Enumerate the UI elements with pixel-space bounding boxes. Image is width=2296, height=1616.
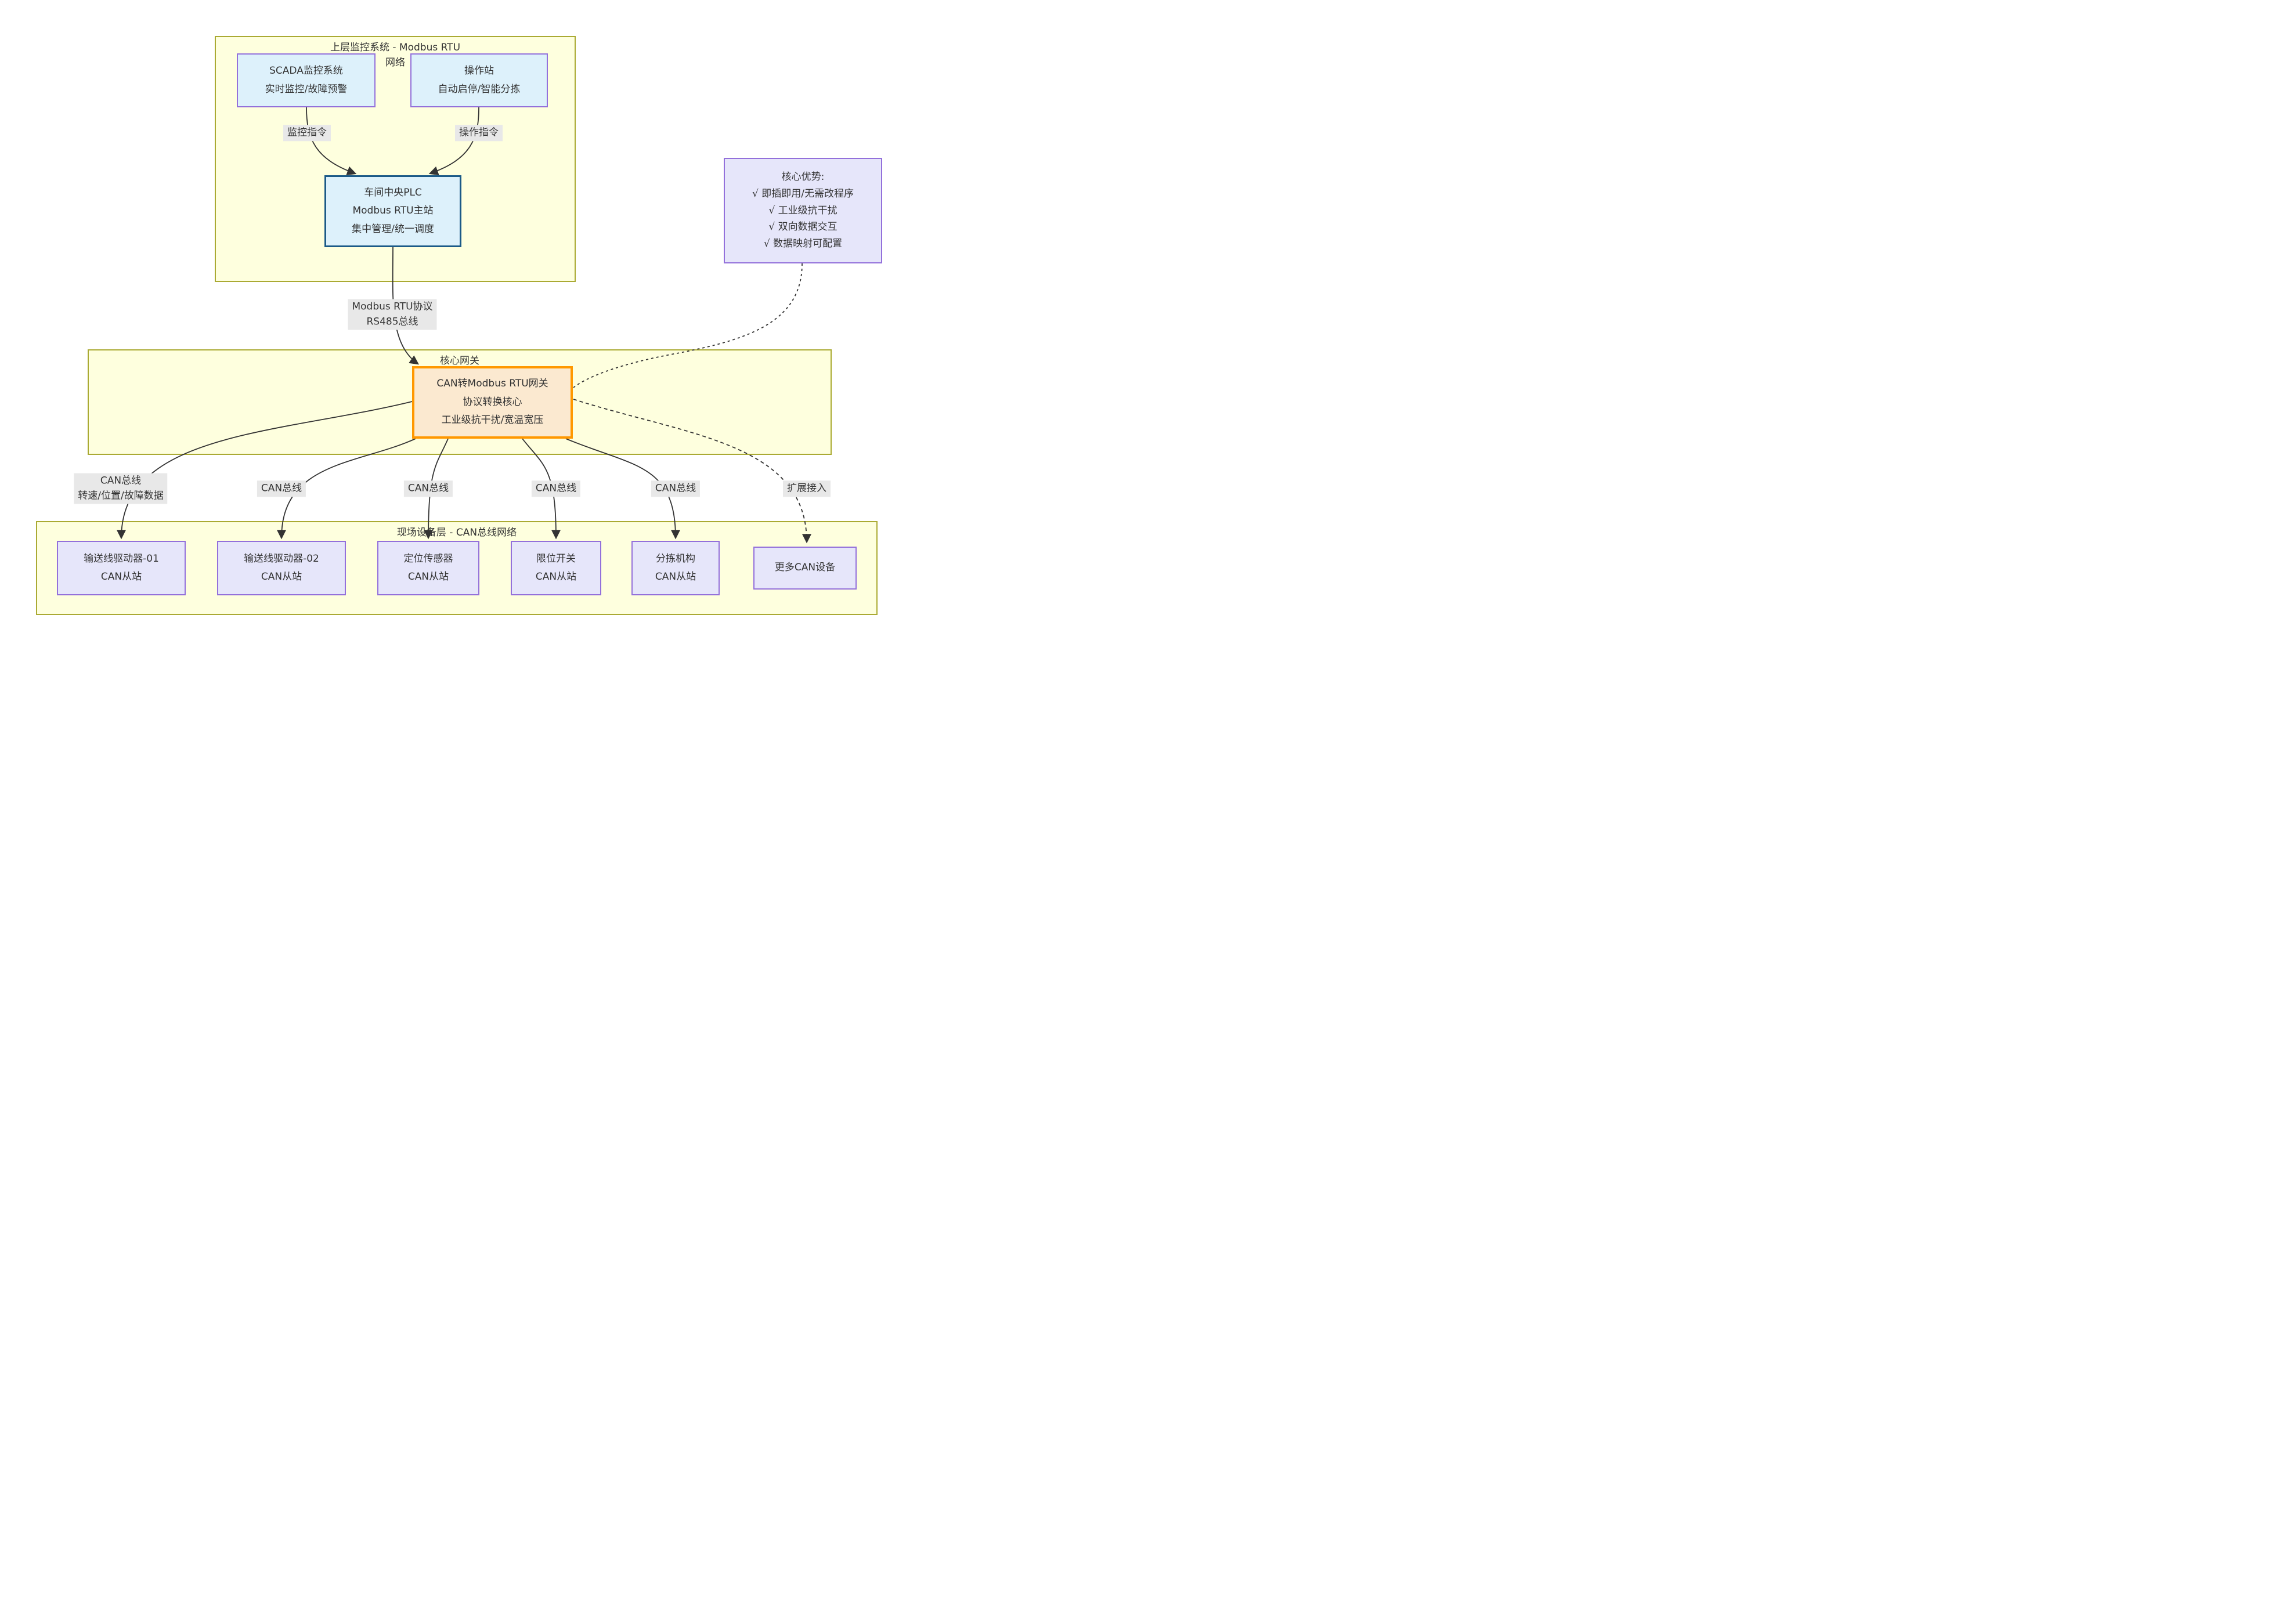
edge-label-can-bus-2: CAN总线 — [257, 480, 306, 497]
node-can-modbus-gateway-line2: 协议转换核心 — [463, 396, 522, 408]
edge-gateway-to-drive01 — [116, 401, 413, 540]
node-can-modbus-gateway: CAN转Modbus RTU网关 协议转换核心 工业级抗干扰/宽温宽压 — [412, 366, 573, 439]
node-conveyor-drive-01-line2: CAN从站 — [100, 571, 142, 583]
node-operator-station-line1: 操作站 — [464, 65, 494, 77]
group-upper-monitoring-title: 上层监控系统 - Modbus RTU 网络 — [216, 40, 575, 71]
edge-label-can-bus-detail-line1: CAN总线 — [100, 475, 142, 487]
edge-label-extension-access: 扩展接入 — [783, 480, 831, 497]
node-limit-switch: 限位开关 CAN从站 — [511, 541, 601, 595]
edge-gateway-to-limit-switch — [522, 438, 561, 540]
node-conveyor-drive-02-line2: CAN从站 — [261, 571, 302, 583]
node-sorting-mechanism: 分拣机构 CAN从站 — [631, 541, 720, 595]
node-position-sensor: 定位传感器 CAN从站 — [377, 541, 479, 595]
node-sorting-mechanism-line1: 分拣机构 — [656, 552, 695, 565]
edge-scada-to-plc — [306, 107, 357, 175]
edge-label-modbus-protocol: Modbus RTU协议 RS485总线 — [348, 299, 437, 330]
node-can-modbus-gateway-line3: 工业级抗干扰/宽温宽压 — [441, 414, 544, 426]
node-conveyor-drive-02-line1: 输送线驱动器-02 — [244, 552, 319, 565]
node-sorting-mechanism-line2: CAN从站 — [655, 571, 696, 583]
node-core-advantages-title: 核心优势: — [781, 171, 825, 183]
edge-label-modbus-protocol-line1: Modbus RTU协议 — [352, 301, 433, 313]
node-position-sensor-line1: 定位传感器 — [403, 552, 453, 565]
edge-label-modbus-protocol-line2: RS485总线 — [366, 316, 418, 327]
node-operator-station: 操作站 自动启停/智能分拣 — [410, 53, 548, 107]
edge-label-can-bus-5: CAN总线 — [651, 480, 701, 497]
node-central-plc: 车间中央PLC Modbus RTU主站 集中管理/统一调度 — [324, 175, 461, 247]
node-more-can-devices-line1: 更多CAN设备 — [774, 562, 836, 574]
group-upper-monitoring-title-line2: 网络 — [385, 57, 405, 69]
node-core-advantages-item3: √ 双向数据交互 — [768, 221, 837, 233]
node-core-advantages-item2: √ 工业级抗干扰 — [768, 204, 837, 216]
node-central-plc-line3: 集中管理/统一调度 — [352, 223, 434, 235]
flowchart-canvas: 上层监控系统 - Modbus RTU 网络 核心网关 现场设备层 - CAN总… — [0, 0, 918, 646]
edge-gateway-to-sorter — [565, 438, 681, 540]
node-conveyor-drive-01: 输送线驱动器-01 CAN从站 — [57, 541, 186, 595]
edge-label-monitor-command: 监控指令 — [283, 125, 331, 141]
node-more-can-devices: 更多CAN设备 — [753, 547, 857, 590]
node-core-advantages-item4: √ 数据映射可配置 — [763, 238, 843, 250]
node-conveyor-drive-02: 输送线驱动器-02 CAN从站 — [217, 541, 346, 595]
node-limit-switch-line1: 限位开关 — [536, 552, 576, 565]
edge-label-can-bus-3: CAN总线 — [403, 480, 453, 497]
edge-label-can-bus-detail: CAN总线 转速/位置/故障数据 — [74, 473, 168, 504]
node-limit-switch-line2: CAN从站 — [535, 571, 577, 583]
group-core-gateway-title: 核心网关 — [440, 355, 479, 367]
group-upper-monitoring-title-line1: 上层监控系统 - Modbus RTU — [330, 42, 461, 53]
edge-label-can-bus-detail-line2: 转速/位置/故障数据 — [78, 490, 164, 501]
edge-operator-to-plc — [428, 107, 479, 176]
node-position-sensor-line2: CAN从站 — [407, 571, 449, 583]
edge-label-can-bus-4: CAN总线 — [531, 480, 581, 497]
node-core-advantages: 核心优势: √ 即插即用/无需改程序 √ 工业级抗干扰 √ 双向数据交互 √ 数… — [724, 158, 882, 263]
node-central-plc-line2: Modbus RTU主站 — [352, 205, 434, 217]
node-operator-station-line2: 自动启停/智能分拣 — [438, 83, 521, 95]
node-core-advantages-item1: √ 即插即用/无需改程序 — [752, 187, 854, 200]
node-can-modbus-gateway-line1: CAN转Modbus RTU网关 — [436, 378, 548, 390]
edge-advantages-to-gateway — [573, 263, 803, 388]
edge-label-operate-command: 操作指令 — [455, 125, 503, 141]
node-scada: SCADA监控系统 实时监控/故障预警 — [237, 53, 376, 107]
edge-gateway-to-position-sensor — [423, 438, 449, 540]
edge-gateway-to-more-devices — [573, 399, 812, 544]
edge-gateway-to-drive02 — [276, 438, 416, 540]
node-scada-line2: 实时监控/故障预警 — [265, 83, 348, 95]
node-scada-line1: SCADA监控系统 — [269, 65, 343, 77]
node-central-plc-line1: 车间中央PLC — [364, 186, 422, 198]
node-conveyor-drive-01-line1: 输送线驱动器-01 — [84, 552, 159, 565]
